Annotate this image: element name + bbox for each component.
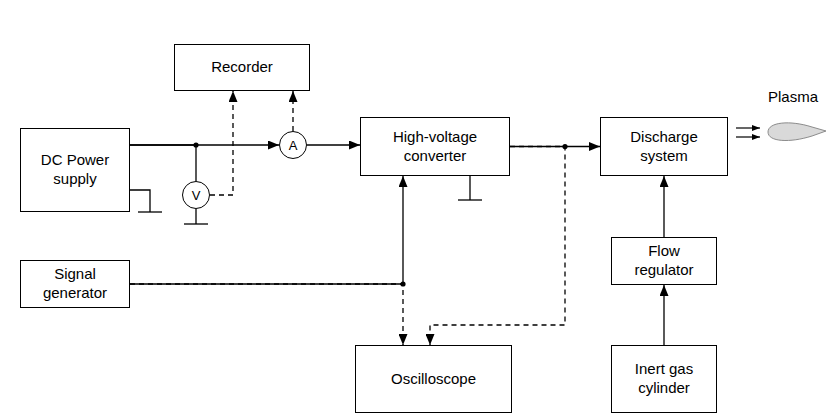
- junction-dot: [562, 144, 567, 149]
- process-box: High-voltage converter: [360, 117, 510, 176]
- box-text: Discharge system: [609, 128, 719, 166]
- process-box: Recorder: [174, 44, 310, 91]
- process-box: Signal generator: [20, 260, 130, 308]
- box-text: DC Power supply: [29, 151, 121, 189]
- box-text: V: [192, 189, 201, 202]
- power-connector: [130, 145, 196, 181]
- power-connector: [510, 146, 600, 147]
- process-box: DC Power supply: [20, 128, 130, 212]
- box-text: High-voltage converter: [369, 128, 501, 166]
- box-text: A: [289, 139, 298, 152]
- signal-connector: [130, 284, 403, 345]
- box-text: Flow regulator: [620, 242, 708, 280]
- box-text: Inert gas cylinder: [620, 360, 708, 398]
- power-connector: [307, 144, 360, 145]
- process-box: Flow regulator: [611, 237, 717, 285]
- junction-dot: [193, 142, 198, 147]
- process-box: Oscilloscope: [355, 345, 512, 413]
- meter-circle: V: [182, 181, 210, 209]
- signal-connector: [292, 91, 293, 131]
- power-connector: [663, 285, 664, 345]
- plasma-label: Plasma: [766, 88, 820, 106]
- box-text: Recorder: [211, 58, 273, 77]
- signal-connector: [430, 147, 565, 346]
- junction-dot: [400, 281, 405, 286]
- power-connector: [130, 176, 403, 284]
- box-text: Signal generator: [29, 265, 121, 303]
- signal-connector: [210, 91, 233, 195]
- process-box: Inert gas cylinder: [611, 345, 717, 413]
- ground-symbol: [130, 190, 162, 212]
- plasma-arrows: [736, 128, 760, 137]
- box-text: Oscilloscope: [391, 370, 476, 389]
- ground-symbol: [184, 209, 208, 224]
- meter-circle: A: [279, 131, 307, 159]
- power-connector: [663, 176, 664, 237]
- plasma-plume: [768, 123, 826, 141]
- process-box: Discharge system: [600, 117, 728, 176]
- ground-symbol: [458, 176, 482, 200]
